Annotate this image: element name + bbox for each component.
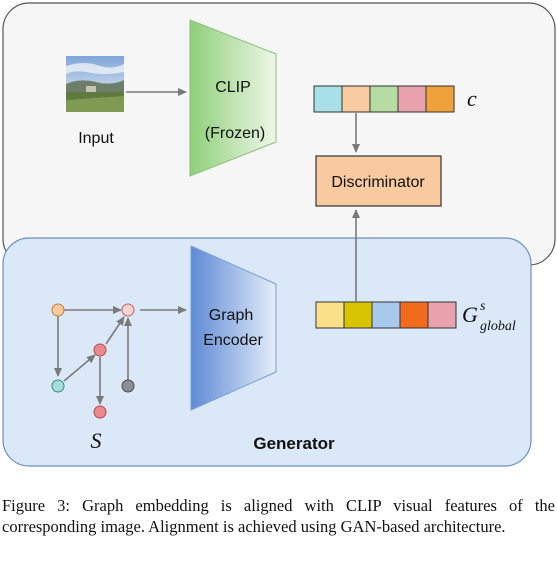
graph-node	[121, 379, 135, 393]
graph-encoder-label-line2: Encoder	[203, 332, 263, 349]
clip-feature-cell	[341, 85, 371, 113]
graph-encoder-label-line1: Graph	[209, 307, 253, 324]
graph-edge	[63, 354, 96, 382]
clip-feature-cell	[313, 85, 343, 113]
graph-encoder-block	[190, 245, 277, 411]
figure-caption: Figure 3: Graph embedding is aligned wit…	[2, 496, 555, 536]
feature-symbol-base: G	[462, 302, 478, 327]
input-label: Input	[78, 130, 114, 147]
discriminator-block	[315, 155, 442, 207]
graph-feature-cell	[371, 301, 401, 329]
clip-label: CLIP	[215, 79, 251, 96]
clip-feature-cell	[425, 85, 455, 113]
graph-feature-cell	[343, 301, 373, 329]
clip-feature-symbol: c	[467, 86, 477, 111]
generator-title: Generator	[253, 434, 335, 453]
clip-feature-cell	[397, 85, 427, 113]
graph-node	[51, 303, 65, 317]
feature-symbol-subscript: global	[480, 319, 516, 334]
graph-node	[93, 405, 107, 419]
graph-feature-cell	[399, 301, 429, 329]
graph-feature-cell	[427, 301, 457, 329]
global-graph-feature-symbol: G s global	[462, 299, 516, 334]
architecture-diagram: Input CLIP (Frozen) c Discriminator S Gr…	[2, 2, 556, 467]
graph-symbol: S	[91, 428, 102, 453]
clip-frozen-label: (Frozen)	[205, 125, 265, 142]
graph-node	[93, 343, 107, 357]
scene-graph	[51, 303, 135, 419]
graph-edge	[105, 316, 125, 345]
global-graph-feature-vector	[315, 301, 457, 329]
clip-feature-cell	[369, 85, 399, 113]
clip-encoder-block	[189, 19, 277, 177]
graph-feature-cell	[315, 301, 345, 329]
feature-symbol-superscript: s	[480, 299, 486, 314]
clip-feature-vector	[313, 85, 455, 113]
input-image	[66, 56, 124, 112]
discriminator-label: Discriminator	[331, 174, 425, 191]
graph-node	[121, 303, 135, 317]
graph-node	[51, 379, 65, 393]
